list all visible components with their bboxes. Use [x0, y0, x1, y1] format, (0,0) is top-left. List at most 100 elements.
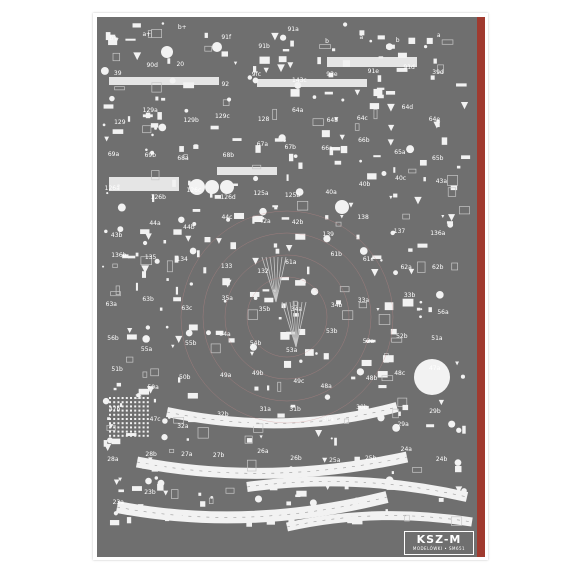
- grid-dot-part: [121, 418, 124, 420]
- small-part: [390, 328, 397, 335]
- small-part: [354, 456, 360, 464]
- part-number-label: 34a: [290, 306, 302, 314]
- round-small-part: [104, 229, 108, 234]
- part-number-label: 126a: [104, 184, 120, 192]
- round-small-part: [145, 325, 151, 330]
- round-small-part: [117, 203, 126, 212]
- small-part: [277, 413, 285, 418]
- grid-dot-part: [142, 434, 145, 437]
- outline-part: [447, 187, 457, 197]
- grid-dot-part: [117, 426, 120, 429]
- small-part: [373, 155, 381, 158]
- triangle-part: [216, 238, 222, 244]
- part-number-label: 42a: [259, 218, 271, 226]
- part-number-label: 67a: [256, 141, 269, 149]
- small-part: [369, 103, 380, 110]
- grid-dot-part: [109, 418, 111, 420]
- triangle-part: [438, 378, 445, 385]
- grid-dot-part: [109, 422, 111, 425]
- grid-dot-part: [146, 401, 149, 404]
- triangle-part: [146, 386, 155, 394]
- small-part: [426, 37, 433, 44]
- grid-dot-part: [109, 413, 111, 416]
- small-part: [183, 82, 195, 89]
- part-number-label: 47a: [428, 365, 441, 373]
- round-part: [220, 180, 234, 194]
- small-part: [210, 125, 219, 130]
- small-part: [138, 388, 150, 395]
- outline-part: [272, 108, 277, 120]
- round-small-part: [312, 95, 317, 99]
- grid-dot-part: [125, 401, 128, 404]
- lattice-strut: [261, 256, 277, 303]
- outline-part: [408, 168, 417, 174]
- small-part: [132, 23, 141, 28]
- small-part: [402, 404, 409, 411]
- outline-part: [169, 448, 175, 453]
- part-number-label: 64a: [291, 107, 304, 115]
- part-number-label: 26a: [257, 447, 269, 455]
- small-part: [204, 32, 208, 38]
- small-part: [194, 144, 198, 148]
- outline-part: [151, 82, 162, 93]
- triangle-part: [127, 327, 133, 334]
- triangle-part: [133, 52, 142, 61]
- small-part: [385, 509, 388, 512]
- part-number-label: 23b: [144, 488, 156, 496]
- triangle-part: [285, 245, 293, 252]
- small-part: [286, 331, 296, 335]
- triangle-part: [259, 435, 263, 439]
- small-part: [188, 324, 198, 331]
- triangle-part: [389, 195, 393, 200]
- small-part: [179, 146, 184, 152]
- small-part: [334, 160, 342, 165]
- small-part: [234, 212, 245, 219]
- part-number-label: 66b: [358, 137, 370, 145]
- fold-line: [136, 456, 408, 474]
- small-part: [293, 313, 299, 317]
- grid-dot-part: [138, 409, 141, 412]
- small-part: [153, 398, 157, 403]
- part-number-label: 48b: [365, 375, 378, 383]
- part-number-label: 129a: [142, 106, 158, 114]
- triangle-part: [223, 279, 232, 288]
- part-number-label: 25a: [329, 456, 341, 464]
- small-part: [361, 359, 372, 367]
- round-small-part: [106, 192, 109, 195]
- part-number-label: 27a: [181, 450, 193, 458]
- small-part: [433, 58, 437, 64]
- small-part: [116, 382, 122, 387]
- part-number-label: 28a: [107, 456, 119, 464]
- round-small-part: [323, 235, 331, 243]
- small-part: [329, 150, 334, 156]
- grid-dot-part: [146, 426, 149, 429]
- small-part: [232, 138, 242, 141]
- grid-dot-part: [109, 426, 111, 429]
- round-small-part: [309, 499, 317, 507]
- small-part: [103, 104, 114, 109]
- small-part: [135, 252, 139, 257]
- small-part: [377, 35, 385, 40]
- small-part: [131, 486, 142, 491]
- grid-dot-part: [138, 426, 141, 429]
- small-part: [334, 437, 337, 446]
- part-number-label: 61b: [330, 251, 342, 258]
- triangle-part: [277, 64, 285, 73]
- part-number-label: 39d: [432, 68, 444, 76]
- part-number-label: 25b: [364, 455, 377, 463]
- part-number-label: 67b: [284, 144, 296, 152]
- triangle-part: [339, 134, 345, 141]
- grid-dot-part: [134, 413, 137, 416]
- parts-artwork: [100, 22, 473, 532]
- outline-part: [312, 118, 324, 126]
- part-number-label: 49c: [293, 377, 305, 385]
- part-number-label: 51b: [111, 365, 123, 373]
- small-part: [298, 328, 306, 336]
- part-number-label: 125b: [284, 192, 301, 200]
- triangle-part: [460, 102, 469, 110]
- part-number-label: 129b: [183, 116, 199, 124]
- small-part: [378, 56, 384, 59]
- part-number-label: 34b: [330, 301, 343, 309]
- part-number-label: 27b: [212, 451, 225, 459]
- round-small-part: [421, 377, 426, 382]
